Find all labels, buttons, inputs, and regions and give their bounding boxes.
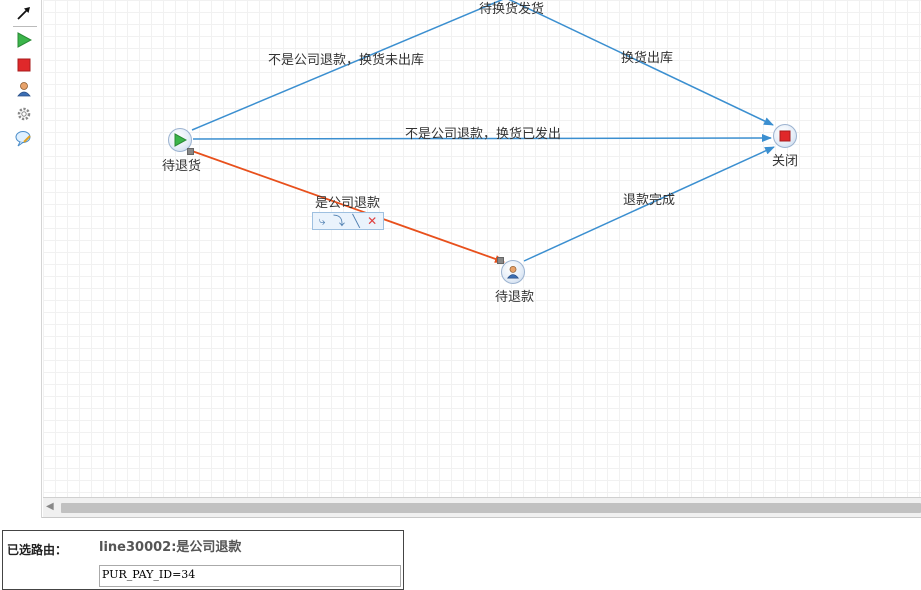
edge-label-exchange-out: 换货出库: [621, 50, 673, 66]
edge-label-refund-done: 退款完成: [623, 193, 675, 208]
selection-handle[interactable]: [187, 148, 194, 155]
start-node[interactable]: [168, 128, 192, 152]
annotation-icon[interactable]: [15, 130, 33, 148]
edge-label-not-refund-shipped: 不是公司退款，换货已发出: [405, 126, 561, 142]
start-node-icon: [174, 133, 187, 147]
node-label-refund: 待退款: [495, 290, 535, 305]
selected-route-name: line30002:是公司退款: [99, 540, 242, 555]
edge-exchange-to-close[interactable]: [506, 0, 774, 126]
edge-toolbar: ⤷ ⤵ ╲ ✕: [312, 212, 384, 230]
end-node-icon[interactable]: [15, 56, 33, 74]
edge-start-to-refund[interactable]: [191, 150, 505, 263]
delete-edge-icon[interactable]: ✕: [367, 214, 378, 228]
refund-node[interactable]: [501, 260, 525, 284]
edge-refund-to-close[interactable]: [523, 146, 775, 262]
toolbar-separator: [13, 26, 37, 27]
edge-label-not-refund-not-out: 不是公司退款，换货未出库: [268, 52, 424, 68]
palette-toolbar: [7, 0, 42, 518]
close-node[interactable]: [773, 124, 797, 148]
route-panel: 已选路由： line30002:是公司退款 PUR_PAY_ID=34: [2, 530, 404, 590]
edge-label-is-refund: 是公司退款: [315, 196, 380, 211]
flow-diagram: 不是公司退款，换货未出库 换货出库 不是公司退款，换货已发出 是公司退款 退款完…: [191, 0, 775, 263]
node-label-start: 待退货: [162, 159, 202, 174]
user-task-icon: [507, 265, 519, 279]
select-arrow-icon[interactable]: [15, 4, 33, 22]
node-label-close: 关闭: [772, 154, 799, 169]
horizontal-scrollbar[interactable]: ◀: [43, 497, 921, 517]
route-condition-field[interactable]: PUR_PAY_ID=34: [99, 565, 401, 587]
node-label-exchange: 待换货发货: [479, 1, 544, 17]
scrollbar-thumb[interactable]: [61, 503, 921, 513]
scroll-left-icon[interactable]: ◀: [46, 501, 54, 512]
route-style-orthogonal-icon[interactable]: ⤷: [318, 214, 326, 228]
route-style-straight-icon[interactable]: ╲: [352, 214, 360, 228]
end-node-icon: [779, 130, 791, 142]
route-style-elbow-icon[interactable]: ⤵: [332, 214, 345, 228]
workflow-canvas[interactable]: 不是公司退款，换货未出库 换货出库 不是公司退款，换货已发出 是公司退款 退款完…: [43, 0, 921, 497]
edge-start-to-close[interactable]: [192, 134, 772, 143]
start-node-icon[interactable]: [15, 31, 33, 49]
user-task-icon[interactable]: [15, 80, 33, 98]
gear-icon[interactable]: [15, 105, 33, 123]
edge-start-to-exchange[interactable]: [191, 0, 506, 131]
selected-route-caption: 已选路由：: [7, 543, 68, 557]
selection-handle[interactable]: [497, 257, 504, 264]
